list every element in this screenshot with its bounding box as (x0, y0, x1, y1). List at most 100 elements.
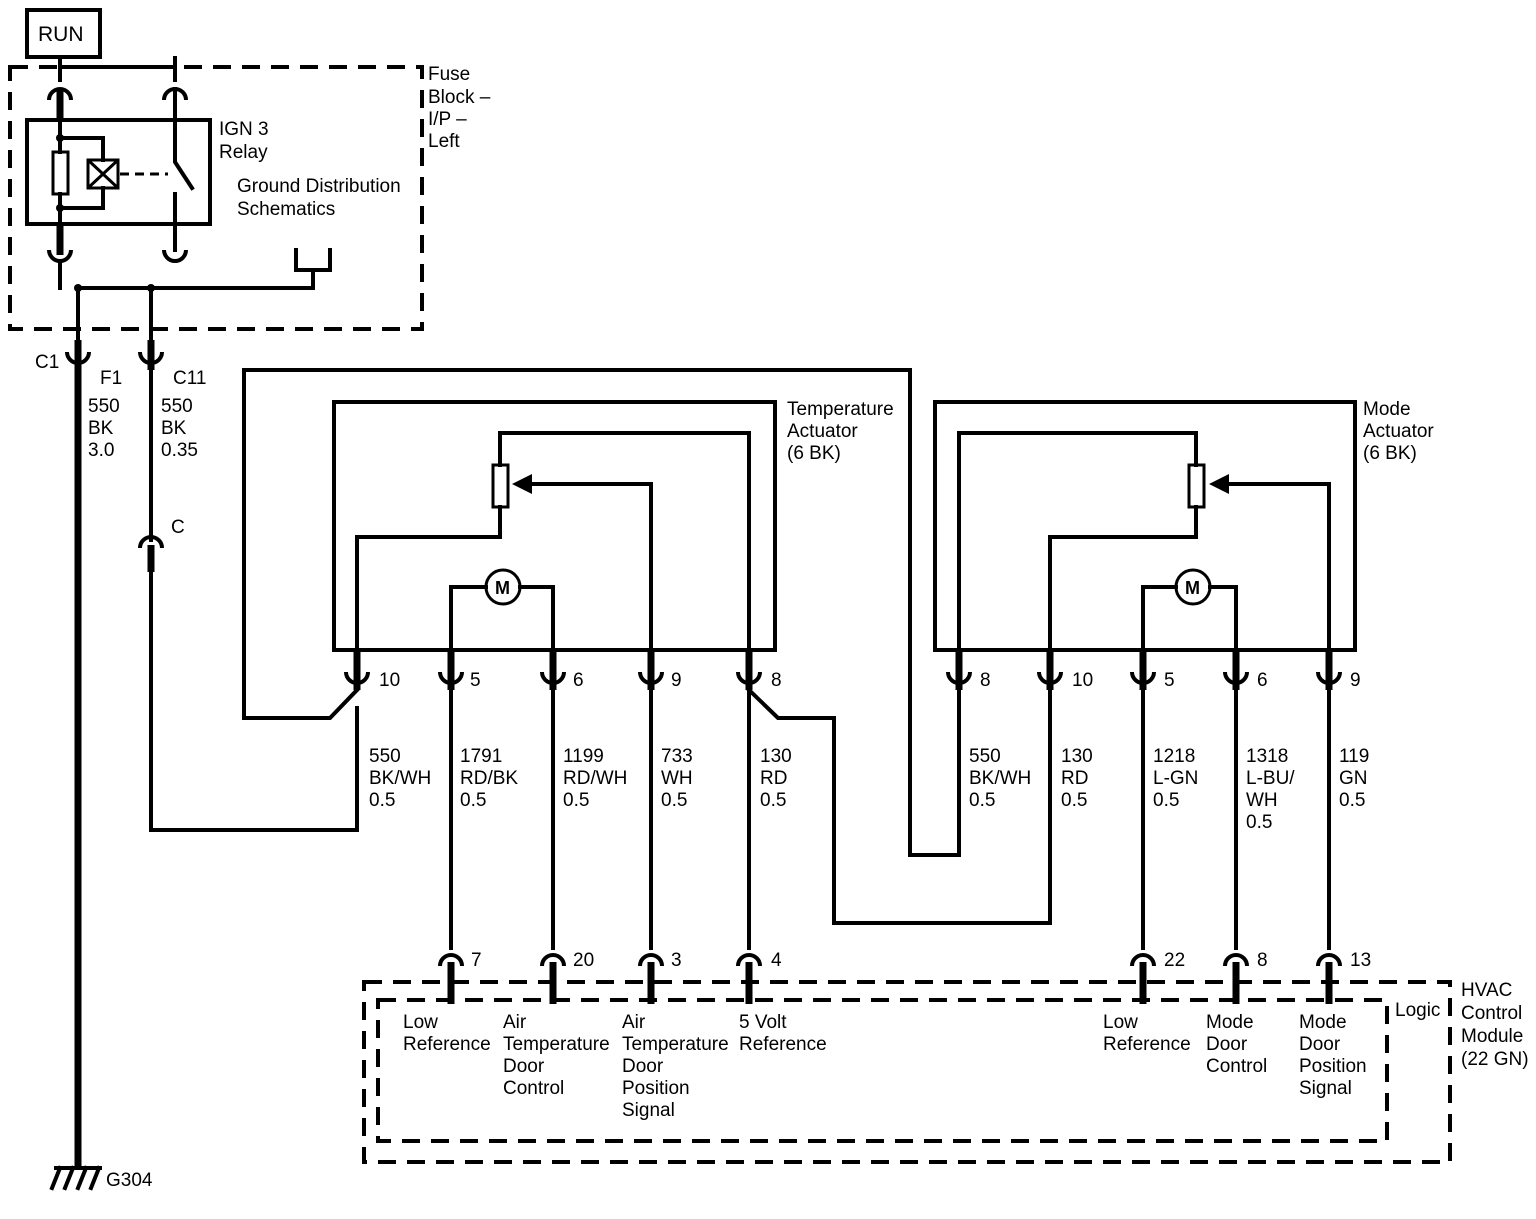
hvac-pin-number: 7 (471, 950, 482, 971)
hvac-function-label: Air Temperature Door Control (503, 1012, 615, 1099)
hvac-title-line: (22 GN) (1461, 1049, 1529, 1070)
wire-label-line: BK (88, 418, 114, 439)
wire-label-line: BK (161, 418, 187, 439)
ground-feed-drops (76, 286, 153, 342)
mode-pot-ref-wire (1048, 505, 1198, 652)
connector-c11-label: C11 (173, 368, 206, 389)
mode-motor-label: M (1185, 578, 1200, 598)
run-feed-wire (58, 56, 177, 69)
wire-label-line: WH (1246, 790, 1278, 811)
hvac-pin-cup (736, 953, 762, 967)
hvac-control-module-boundary (362, 980, 1452, 1164)
connector-c-label: C (171, 517, 185, 538)
mode-pin-number: 9 (1350, 670, 1361, 691)
wire-label-line: 550 (88, 396, 120, 417)
hvac-function-line: Air (622, 1012, 646, 1033)
wire-130-rd-crossover (746, 687, 1052, 925)
hvac-function-line: Mode (1299, 1012, 1347, 1033)
mode-actuator-title: Mode Actuator (6 BK) (1363, 399, 1439, 464)
wire-label: 1791 RD/BK 0.5 (460, 746, 523, 811)
wire-label-line: RD (760, 768, 787, 789)
wire-label-line: 0.5 (1061, 790, 1087, 811)
wire-label-line: 0.5 (661, 790, 687, 811)
wire-label-line: L-GN (1153, 768, 1198, 789)
wire-label-line: RD (1061, 768, 1088, 789)
hvac-pin-cup (540, 953, 566, 967)
hvac-function-label: Mode Door Control (1206, 1012, 1267, 1077)
hvac-control-module-title: HVAC Control Module (22 GN) (1461, 980, 1529, 1070)
hvac-function-line: Reference (403, 1034, 491, 1055)
wire-label-line: 550 (369, 746, 401, 767)
temperature-actuator-title-line: Actuator (787, 421, 858, 442)
wire-label-line: 3.0 (88, 440, 114, 461)
hvac-pin-cup (1223, 953, 1249, 967)
temp-pin-number: 5 (470, 670, 481, 691)
hvac-function-label: Low Reference (403, 1012, 491, 1055)
wire-label-line: 0.5 (760, 790, 786, 811)
junction-dot (56, 134, 64, 142)
relay-switch-contact (173, 118, 195, 226)
mode-position-potentiometer (1187, 463, 1206, 509)
wire-label-line: RD/WH (563, 768, 627, 789)
mode-actuator-pins: 8 10 5 6 9 (946, 650, 1361, 691)
wire-label-line: 0.5 (969, 790, 995, 811)
hvac-title-line: HVAC (1461, 980, 1512, 1001)
wire-label: 130 RD 0.5 (1061, 746, 1098, 811)
temp-motor-label: M (495, 578, 510, 598)
wire-550-bkwh-splice (242, 687, 360, 720)
hvac-logic-boundary (376, 998, 1389, 1143)
temp-actuator-harness-wires (449, 688, 751, 950)
temp-pin-number: 9 (671, 670, 682, 691)
temp-pin-number: 10 (379, 670, 400, 691)
ign3-relay-label-line: IGN 3 (219, 119, 269, 140)
hvac-function-line: Temperature (622, 1034, 729, 1055)
hvac-function-line: Temperature (503, 1034, 610, 1055)
relay-coil-symbol (86, 158, 120, 190)
hvac-pin-cup (638, 953, 664, 967)
mode-actuator-title-line: (6 BK) (1363, 443, 1417, 464)
fuse-block-label-line: Fuse (428, 64, 470, 85)
hvac-function-line: Signal (622, 1100, 675, 1121)
relay-coil-x (86, 158, 120, 190)
hvac-pin-number: 13 (1350, 950, 1371, 971)
mode-pin-number: 10 (1072, 670, 1093, 691)
wire-label-550-bk-3.0: 550 BK 3.0 (88, 396, 125, 461)
wire-label-line: 0.35 (161, 440, 198, 461)
wire-550-bkwh-loop (242, 368, 961, 857)
wire-label-550-bk-0.35: 550 BK 0.35 (161, 396, 198, 461)
ground-g304-label: G304 (106, 1170, 153, 1191)
mode-actuator-title-line: Actuator (1363, 421, 1434, 442)
wire-label-line: 119 (1339, 746, 1369, 767)
wire-label-line: 0.5 (563, 790, 589, 811)
ground-distribution-label-line: Ground Distribution (237, 176, 401, 197)
wire-label-line: 550 (161, 396, 193, 417)
hvac-logic-label: Logic (1395, 1000, 1440, 1021)
hvac-function-line: Reference (739, 1034, 827, 1055)
hvac-function-label: Mode Door Position Signal (1299, 1012, 1372, 1099)
hvac-function-line: Control (503, 1078, 564, 1099)
mode-pin-number: 5 (1164, 670, 1175, 691)
fuse-block-label-line: Left (428, 131, 460, 152)
hvac-function-line: Door (503, 1056, 545, 1077)
relay-terminal-bottom-right (162, 249, 188, 263)
hvac-function-line: Reference (1103, 1034, 1191, 1055)
wire-label: 550 BK/WH 0.5 (369, 746, 437, 811)
connector-f1-label: F1 (100, 368, 122, 389)
hvac-function-line: Position (622, 1078, 690, 1099)
temperature-actuator-title-line: (6 BK) (787, 443, 841, 464)
connector-c-cup (138, 535, 164, 549)
mode-motor-wires (1141, 585, 1238, 652)
wire-label: 733 WH 0.5 (661, 746, 698, 811)
wire-label-line: 0.5 (1339, 790, 1365, 811)
run-feed-drops (58, 68, 177, 82)
hvac-function-line: Door (1206, 1034, 1248, 1055)
run-box (25, 8, 102, 59)
wire-label: 119 GN 0.5 (1339, 746, 1375, 811)
hvac-module-pins: 7 20 3 4 22 8 13 (438, 950, 1371, 1004)
relay-coil-bridge (58, 136, 105, 210)
hvac-pin-number: 22 (1164, 950, 1185, 971)
temp-pin-number: 6 (573, 670, 584, 691)
wire-labels: 550 BK/WH 0.5 1791 RD/BK 0.5 1199 RD/WH … (369, 746, 1375, 833)
ground-distribution-label-line: Schematics (237, 199, 335, 220)
